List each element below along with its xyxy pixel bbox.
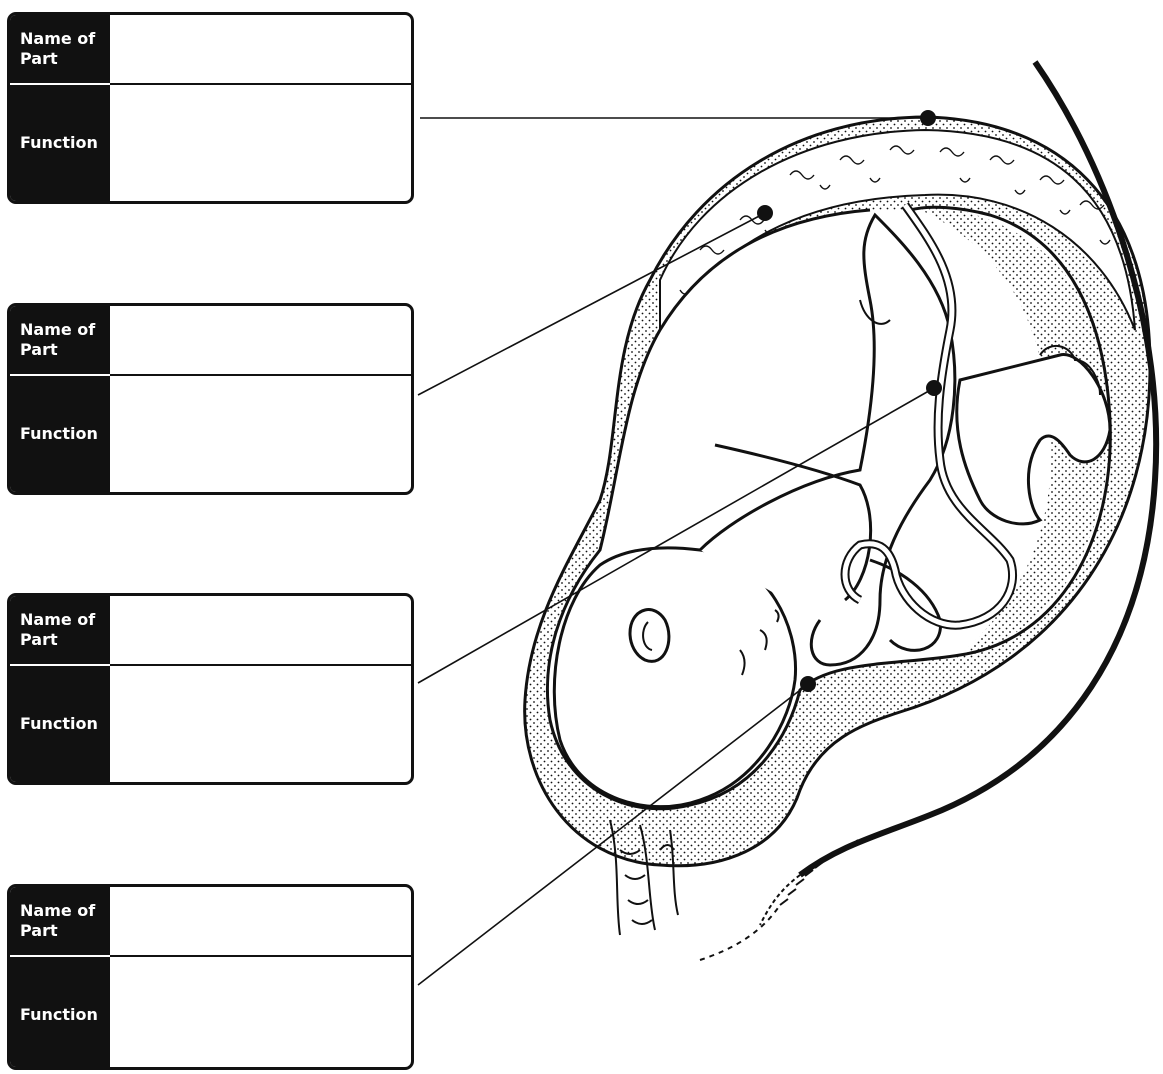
lower-abdomen [760,875,800,925]
pointer-dot-3 [926,380,942,396]
pointer-dot-2 [757,205,773,221]
pointer-dot-1 [920,110,936,126]
pointer-dot-4 [800,676,816,692]
